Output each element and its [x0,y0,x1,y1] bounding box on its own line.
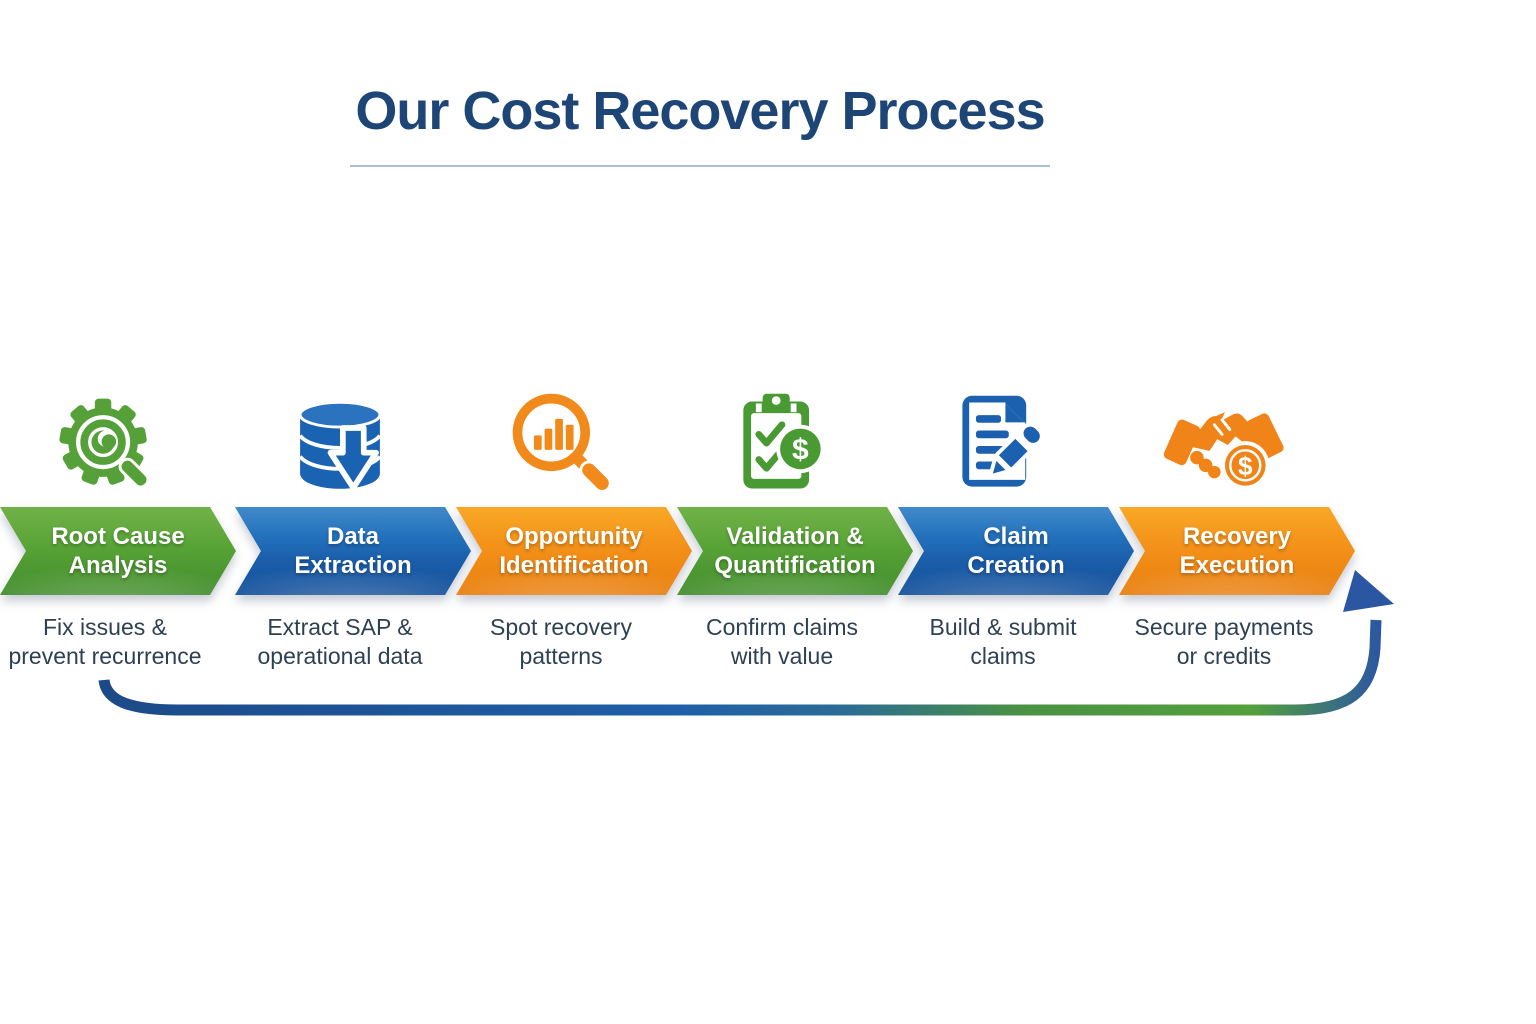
stage-label-line: Opportunity [505,522,643,550]
chart-magnifier-icon [456,380,666,504]
stage-label-line: Validation & [726,522,864,550]
dollar-glyph: $ [1238,451,1253,481]
header: Our Cost Recovery Process [0,81,1400,168]
stage-description: Extract SAP & operational data [235,613,445,671]
stage-label-line: Claim [983,522,1049,550]
stage-label-line: Quantification [714,552,876,579]
stage-label-line: Data [326,522,380,550]
gear-magnifier-icon [0,380,210,504]
chevron-data-extraction [235,507,471,595]
handshake-dollar-icon: $ [1119,380,1329,504]
stage-desc-line: Extract SAP & [267,614,413,640]
stage-desc-line: Spot recovery [490,614,632,640]
stage-desc-line: Fix issues & [43,614,167,640]
stage-desc-line: patterns [519,642,603,669]
dollar-glyph: $ [792,434,809,467]
stage-label-line: Analysis [68,552,168,579]
stage-recovery-execution: $ Recovery Execution Secure payments or … [1119,380,1355,680]
stage-description: Fix issues & prevent recurrence [0,613,210,671]
stage-label-line: Recovery [1182,522,1292,550]
chevron-validation-quantification [677,507,913,595]
stage-desc-line: or credits [1176,642,1272,669]
title-divider [350,165,1050,168]
database-download-icon [235,380,445,504]
stage-label: Recovery Execution [1145,507,1329,595]
stage-label-line: Root Cause [51,522,185,550]
stage-data-extraction: Data Extraction Extract SAP & operationa… [235,380,471,680]
stage-desc-line: Confirm claims [705,614,859,640]
stage-label-line: Execution [1179,552,1295,579]
stage-desc-line: Secure payments [1134,614,1314,640]
stage-label: Data Extraction [261,507,445,595]
stage-desc-line: with value [730,642,834,669]
chevron-recovery-execution [1119,507,1355,595]
stage-label-line: Creation [967,552,1065,579]
stage-desc-line: Build & submit [929,614,1077,640]
stage-claim-creation: Claim Creation Build & submit claims [898,380,1134,680]
stage-label-line: Extraction [294,552,412,579]
stage-opportunity-identification: Opportunity Identification Spot recovery… [456,380,692,680]
stage-description: Secure payments or credits [1119,613,1329,671]
stage-validation-quantification: $ Validation & Quantification Confirm cl… [677,380,913,680]
document-pen-icon [898,380,1108,504]
chevron-opportunity-identification [456,507,692,595]
chevron-root-cause-analysis [0,507,236,595]
stage-label: Opportunity Identification [482,507,666,595]
stage-label: Validation & Quantification [703,507,887,595]
page-title: Our Cost Recovery Process [355,81,1045,141]
stage-desc-line: operational data [257,642,423,669]
stage-description: Build & submit claims [898,613,1108,671]
stage-description: Confirm claims with value [677,613,887,671]
stage-desc-line: claims [970,642,1036,669]
stage-root-cause-analysis: Root Cause Analysis Fix issues & prevent… [0,380,236,680]
chevron-claim-creation [898,507,1134,595]
stage-description: Spot recovery patterns [456,613,666,671]
stage-desc-line: prevent recurrence [8,642,202,669]
stage-label-line: Identification [499,552,649,579]
clipboard-check-dollar-icon: $ [677,380,887,504]
stage-label: Root Cause Analysis [26,507,210,595]
stage-label: Claim Creation [924,507,1108,595]
